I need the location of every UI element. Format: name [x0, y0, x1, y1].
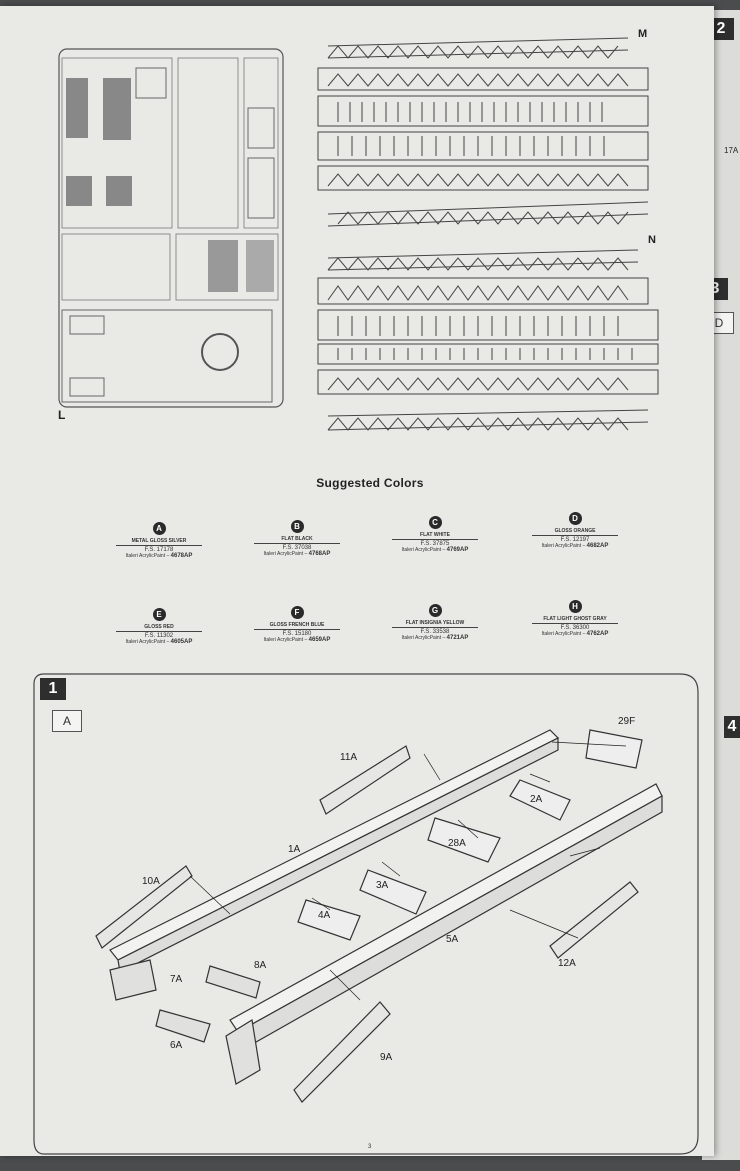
step-1-panel	[33, 673, 699, 1155]
sprue-l-label: L	[58, 408, 66, 422]
callout-11a: 11A	[340, 752, 358, 763]
color-b-acrylic: Italeri AcrylicPaint – 4768AP	[263, 551, 331, 557]
chassis-drawing	[95, 729, 663, 1103]
color-h: H Flat Light Ghost Gray F.S. 36300 Itale…	[520, 596, 630, 637]
color-h-rule	[532, 623, 618, 624]
color-e-rule	[116, 631, 202, 632]
callout-5a: 5A	[446, 934, 459, 945]
color-e-badge: E	[152, 608, 166, 621]
color-b-fs: F.S. 37038	[282, 545, 312, 551]
callout-10a: 10A	[142, 876, 160, 887]
color-h-fs: F.S. 36300	[560, 625, 590, 631]
color-d-badge: D	[568, 512, 582, 525]
callout-4a: 4A	[318, 910, 331, 921]
color-c-acrylic: Italeri AcrylicPaint – 4769AP	[401, 547, 469, 553]
callout-29f: 29F	[618, 716, 636, 727]
color-f-acrylic: Italeri AcrylicPaint – 4659AP	[263, 637, 331, 643]
step-4-badge: 4	[724, 716, 740, 738]
color-c-name: Flat White	[420, 532, 450, 538]
color-c-rule	[392, 539, 478, 540]
step-2-badge: 2	[708, 18, 734, 40]
color-d-rule	[532, 535, 618, 536]
sprue-m-label: M	[638, 28, 648, 40]
color-a-fs: F.S. 17178	[144, 547, 174, 553]
callout-2a: 2A	[530, 794, 543, 805]
sprue-m-drawing	[317, 37, 649, 227]
callout-8a: 8A	[254, 960, 267, 971]
color-g: G Flat Insignia Yellow F.S. 33538 Italer…	[380, 600, 490, 641]
color-d-acrylic: Italeri AcrylicPaint – 4682AP	[541, 543, 609, 549]
color-f-rule	[254, 629, 340, 630]
sprue-l-drawing	[58, 48, 284, 408]
suggested-colors-title: Suggested Colors	[316, 476, 424, 490]
color-d: D Gloss Orange F.S. 12197 Italeri Acryli…	[520, 508, 630, 549]
step-1-badge: 1	[40, 678, 66, 700]
callout-6a: 6A	[170, 1040, 183, 1051]
color-b-rule	[254, 543, 340, 544]
color-c-badge: C	[428, 516, 442, 529]
callout-9a: 9A	[380, 1052, 393, 1063]
color-a-acrylic: Italeri AcrylicPaint – 4678AP	[125, 553, 193, 559]
sprue-n-label: N	[648, 234, 656, 246]
step-1-subassembly: A	[52, 710, 82, 732]
callout-28a: 28A	[448, 838, 466, 849]
color-b-badge: B	[290, 520, 304, 533]
color-g-name: Flat Insignia Yellow	[405, 620, 465, 626]
color-e-name: Gloss Red	[144, 624, 174, 630]
color-c: C Flat White F.S. 37875 Italeri AcrylicP…	[380, 512, 490, 553]
color-g-badge: G	[428, 604, 442, 617]
color-f-name: Gloss French Blue	[269, 622, 325, 628]
step-2-callout: 17A	[724, 146, 739, 155]
color-h-name: Flat Light Ghost Gray	[543, 616, 607, 622]
color-e: E Gloss Red F.S. 11302 Italeri AcrylicPa…	[104, 604, 214, 645]
color-a-rule	[116, 545, 202, 546]
color-d-fs: F.S. 12197	[560, 537, 590, 543]
color-d-name: Gloss Orange	[554, 528, 596, 534]
color-b: B Flat Black F.S. 37038 Italeri AcrylicP…	[242, 516, 352, 557]
color-a: A Metal Gloss Silver F.S. 17178 Italeri …	[104, 518, 214, 559]
callout-1a: 1A	[288, 844, 301, 855]
color-h-acrylic: Italeri AcrylicPaint – 4762AP	[541, 631, 609, 637]
callout-7a: 7A	[170, 974, 183, 985]
instruction-page: L M	[0, 6, 714, 1156]
color-g-fs: F.S. 33538	[420, 629, 450, 635]
color-h-badge: H	[568, 600, 582, 613]
color-g-rule	[392, 627, 478, 628]
color-a-badge: A	[152, 522, 166, 535]
color-f-fs: F.S. 15180	[282, 631, 312, 637]
color-g-acrylic: Italeri AcrylicPaint – 4721AP	[401, 635, 469, 641]
color-b-name: Flat Black	[281, 536, 313, 542]
callout-3a: 3A	[376, 880, 389, 891]
color-f-badge: F	[290, 606, 304, 619]
color-f: F Gloss French Blue F.S. 15180 Italeri A…	[242, 602, 352, 643]
sprue-n-drawing	[317, 249, 659, 431]
color-c-fs: F.S. 37875	[420, 541, 450, 547]
color-e-fs: F.S. 11302	[144, 633, 174, 639]
color-e-acrylic: Italeri AcrylicPaint – 4605AP	[125, 639, 193, 645]
page-number: 3	[368, 1144, 372, 1150]
color-a-name: Metal Gloss Silver	[131, 538, 187, 544]
callout-12a: 12A	[558, 958, 576, 969]
